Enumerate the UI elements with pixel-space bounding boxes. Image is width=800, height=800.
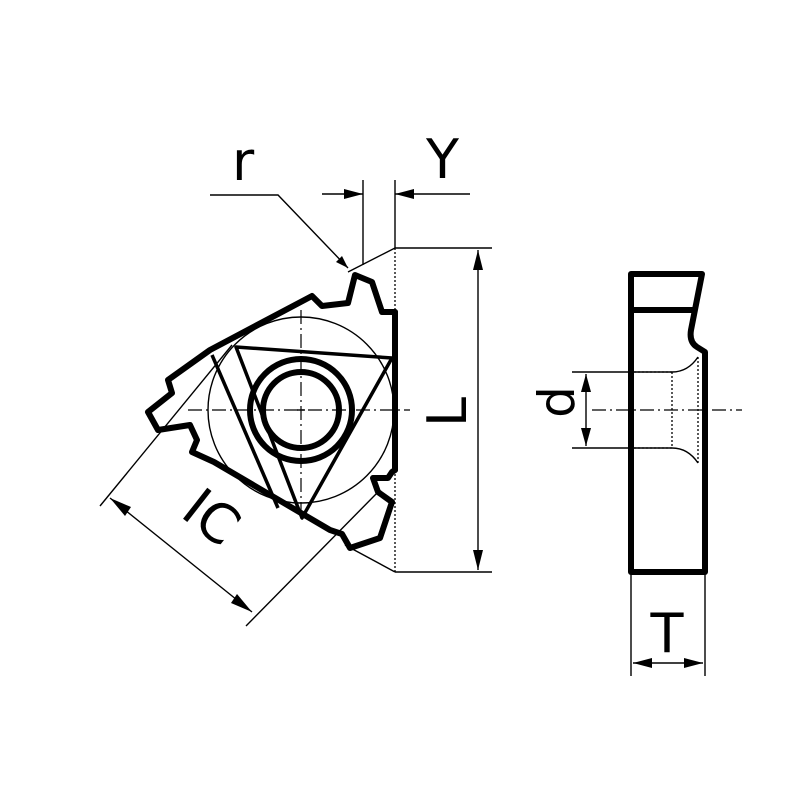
l-arrow-top <box>473 250 483 270</box>
dimension-ic: IC <box>99 344 379 627</box>
ic-extension-upper <box>99 344 233 507</box>
r-label: r <box>232 130 255 193</box>
r-leader-line <box>210 194 349 269</box>
counterbore-profile-top <box>631 356 699 373</box>
counterbore-profile-bottom <box>631 447 699 464</box>
ic-extension-lower <box>245 491 379 627</box>
side-view-body <box>628 271 708 575</box>
y-arrow-right <box>395 189 414 199</box>
ic-arrow-lower <box>231 594 252 612</box>
l-arrow-bottom <box>473 550 483 570</box>
dimension-t: T <box>630 572 706 676</box>
dimension-y: Y <box>322 128 470 265</box>
ic-label: IC <box>171 476 252 559</box>
ic-arrow-upper <box>110 498 131 516</box>
l-label: L <box>416 397 479 427</box>
d-arrow-top <box>581 374 591 392</box>
front-view <box>145 247 410 573</box>
ic-dim-line <box>109 497 253 613</box>
chip-breaker-edge-left <box>210 354 280 509</box>
t-label: T <box>650 602 685 665</box>
dimension-d: d <box>528 371 631 449</box>
d-label: d <box>528 386 586 418</box>
theoretical-edge-top <box>347 247 396 273</box>
d-arrow-bottom <box>581 428 591 446</box>
theoretical-edge-bottom <box>344 544 396 573</box>
insert-outline <box>145 272 398 551</box>
y-label: Y <box>425 128 460 191</box>
t-arrow-left <box>633 658 652 668</box>
dimension-r: r <box>210 130 349 269</box>
t-arrow-right <box>684 658 703 668</box>
r-arrowhead <box>336 256 348 268</box>
dimension-l: L <box>395 247 492 573</box>
side-view <box>592 271 742 575</box>
y-arrow-left <box>344 189 363 199</box>
